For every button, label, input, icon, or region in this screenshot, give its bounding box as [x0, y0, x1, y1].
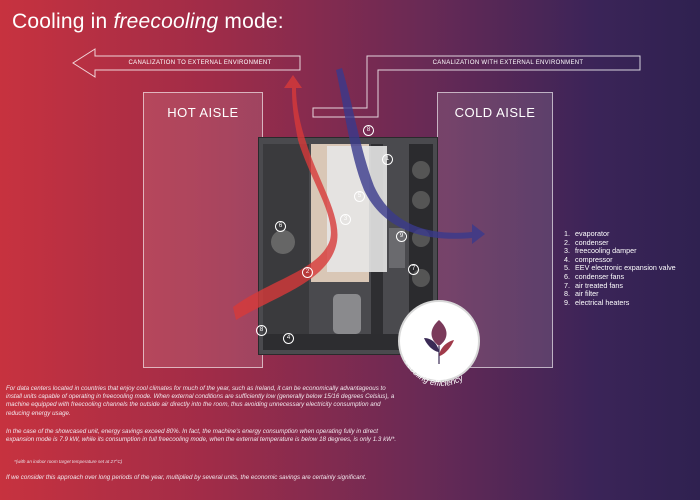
component-legend: 1.evaporator 2.condenser 3.freecooling d…: [564, 229, 676, 307]
callout-7: 7: [408, 264, 419, 275]
freecooling-efficiency-badge: [398, 300, 480, 382]
callout-6: 6: [275, 221, 286, 232]
callout-5: 5: [354, 191, 365, 202]
leaf-logo-icon: [424, 320, 454, 364]
paragraph-savings: In the case of the showcased unit, energ…: [6, 428, 397, 444]
legend-item: 2.condenser: [564, 237, 609, 247]
hot-aisle-label: HOT AISLE: [167, 105, 239, 120]
callout-9: 9: [396, 231, 407, 242]
legend-item: 3.freecooling damper: [564, 246, 637, 256]
canalization-left-arrow: [72, 48, 301, 78]
legend-item: 5.EEV electronic expansion valve: [564, 263, 676, 273]
legend-item: 1.evaporator: [564, 229, 610, 238]
compressor: [333, 294, 361, 334]
svg-text:freecooling efficiency: freecooling efficiency: [400, 351, 465, 389]
badge-text: freecooling efficiency: [400, 351, 465, 389]
fan-icon: [412, 191, 430, 209]
callout-4: 4: [283, 333, 294, 344]
fan-icon: [412, 161, 430, 179]
paragraph-conclusion: If we consider this approach over long p…: [6, 474, 367, 481]
title-prefix: Cooling in: [12, 10, 114, 33]
title-suffix: mode:: [218, 10, 284, 33]
title-italic: freecooling: [113, 10, 219, 33]
legend-item: 6.condenser fans: [564, 271, 625, 281]
callout-1: 1: [382, 154, 393, 165]
callout-2: 2: [302, 267, 313, 278]
badge-curved-text: freecooling efficiency: [400, 351, 465, 389]
condenser-fan-icon: [271, 230, 295, 254]
hot-air-arrow: [233, 75, 338, 320]
legend-item: 8.air filter: [564, 289, 599, 299]
legend-item: 4.compressor: [564, 254, 613, 264]
base-plate: [263, 334, 433, 350]
paragraph-intro: For data centers located in countries th…: [6, 385, 395, 417]
callout-8-top: 8: [363, 125, 374, 136]
canalization-right-label: CANALIZATION WITH EXTERNAL ENVIRONMENT: [432, 60, 584, 66]
callout-8-bottom: 8: [256, 325, 267, 336]
canalization-left-label: CANALIZATION TO EXTERNAL ENVIRONMENT: [128, 60, 272, 66]
page-title: Cooling in freecooling mode:: [12, 10, 284, 34]
legend-item: 7.air treated fans: [564, 280, 623, 290]
legend-item: 9.electrical heaters: [564, 297, 630, 307]
cold-air-arrow: [336, 68, 485, 244]
footnote: *(with an indoor room target temperature…: [14, 459, 123, 464]
callout-3: 3: [340, 214, 351, 225]
cold-aisle-label: COLD AISLE: [454, 105, 536, 120]
